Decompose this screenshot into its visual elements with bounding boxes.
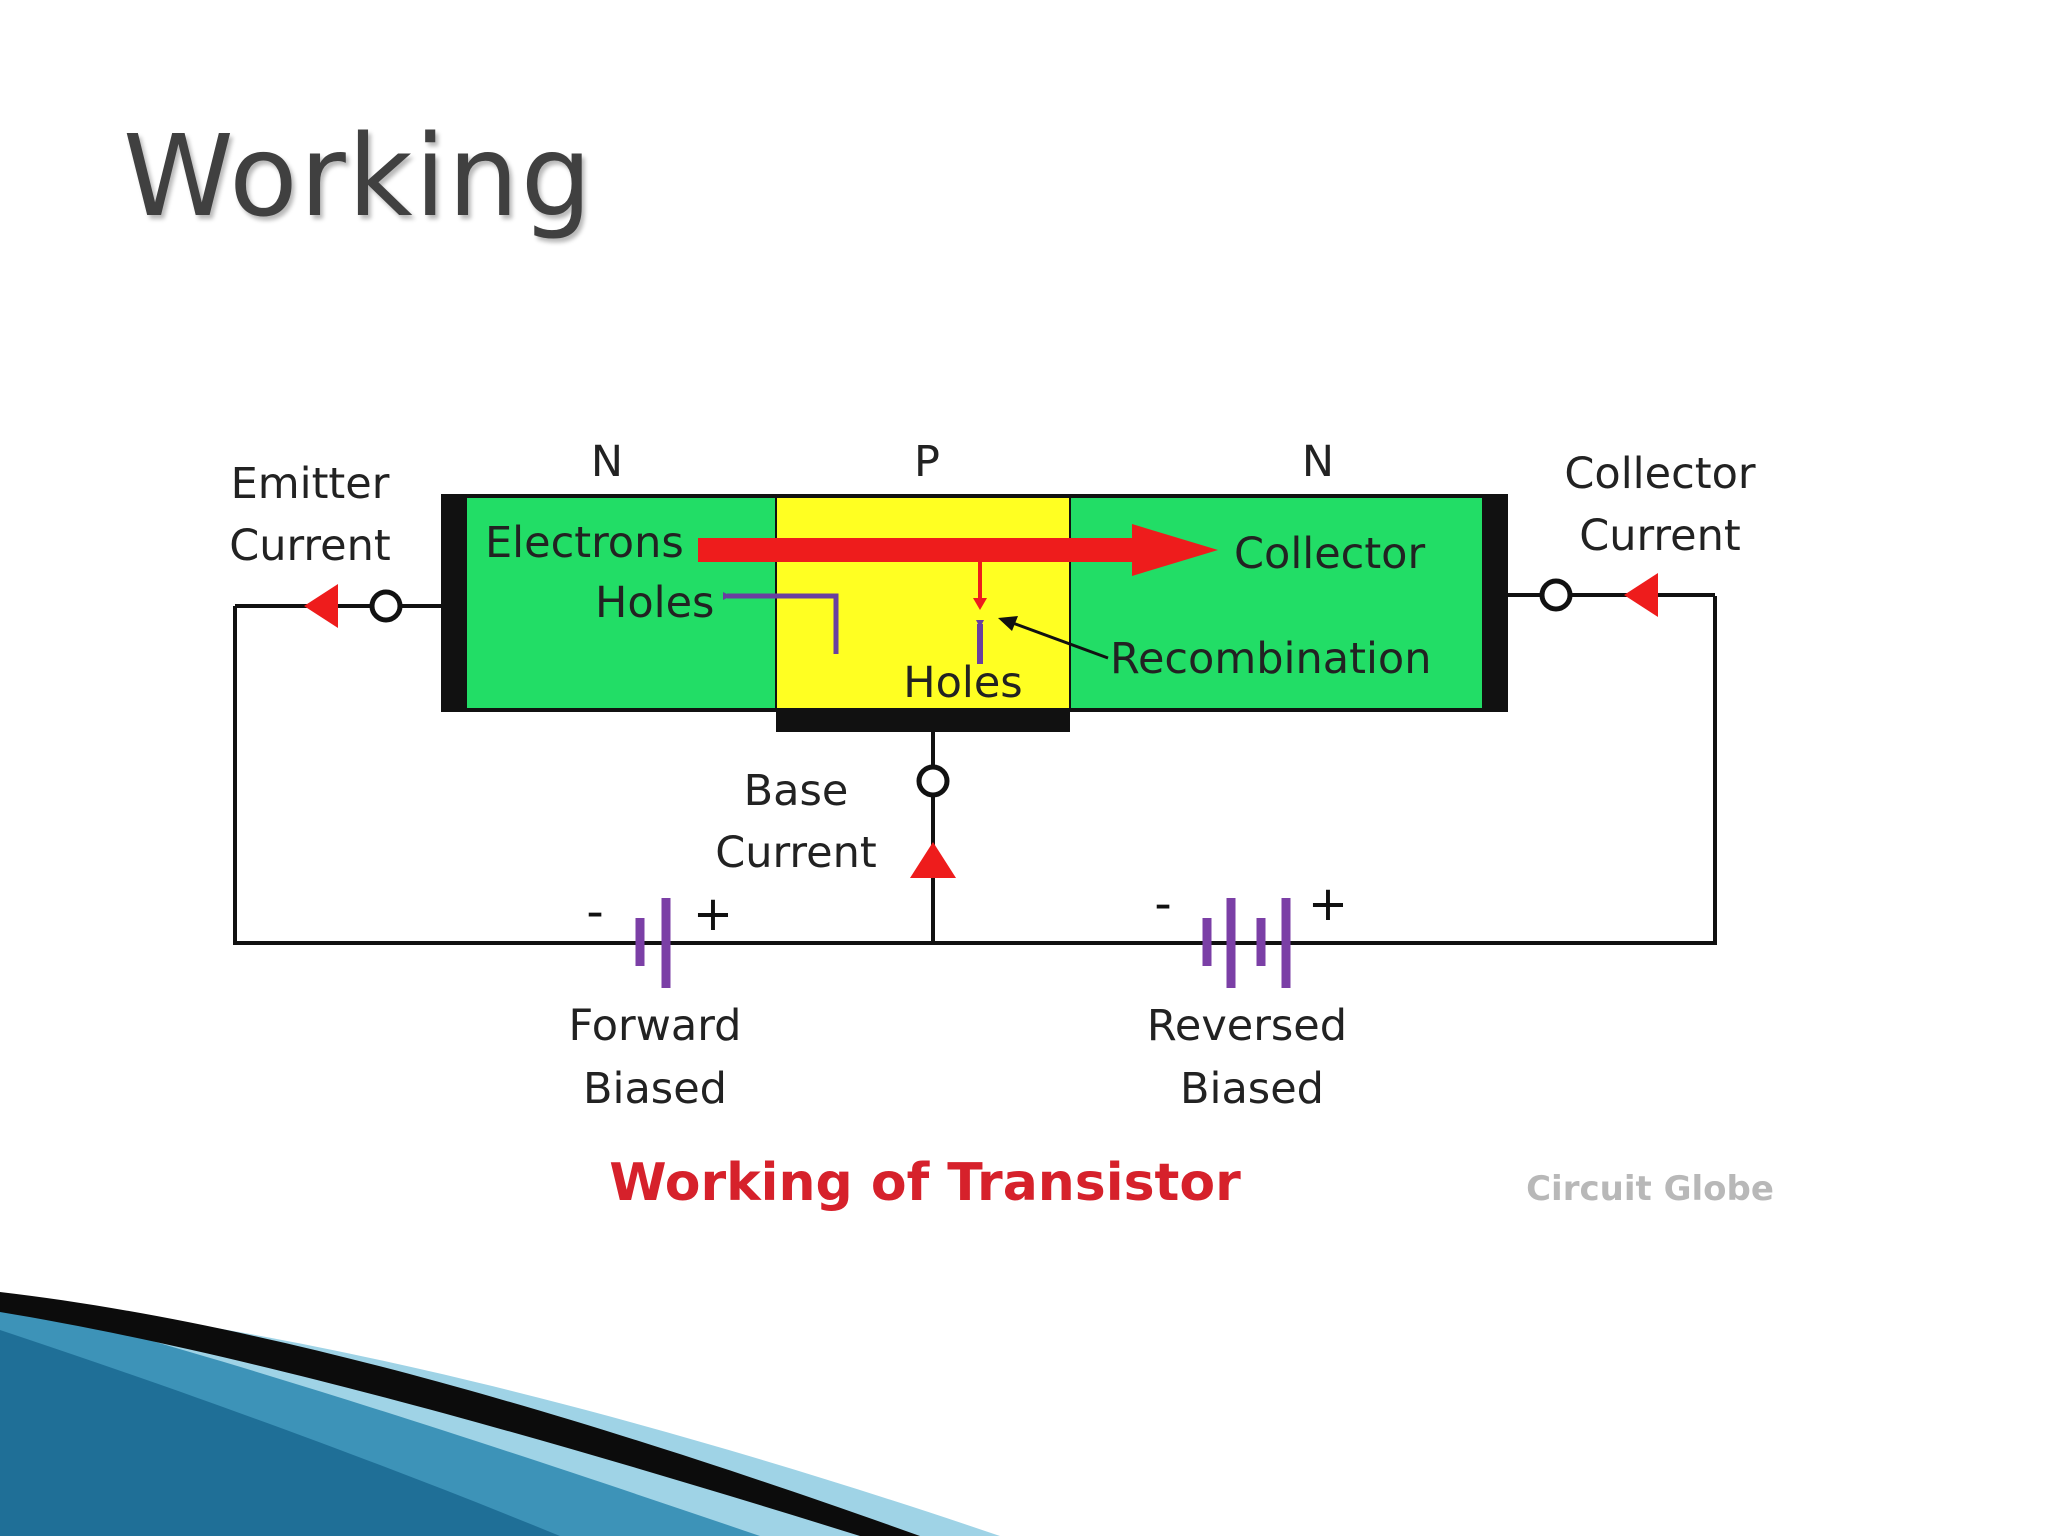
collector-terminal: [1539, 578, 1573, 612]
forward-biased-label: Forward: [569, 1001, 742, 1051]
collector-current-arrow: [1624, 573, 1658, 617]
base-current-arrow: [910, 842, 956, 878]
base-current-label: Base: [744, 766, 849, 816]
emitter-terminal: [369, 589, 403, 623]
base-p-region: [776, 496, 1070, 710]
electrons-label: Electrons: [485, 518, 684, 568]
emitter-current-label: Emitter: [231, 459, 390, 509]
hole-flow-arrows: [723, 592, 984, 664]
base-terminal: [916, 764, 950, 798]
holes-label: Holes: [903, 658, 1022, 708]
base-current-label: Current: [715, 828, 877, 878]
base-type-label: P: [914, 437, 940, 487]
diagram-caption: Working of Transistor: [609, 1153, 1241, 1213]
forward-biased-label: Biased: [583, 1064, 727, 1114]
base-contact: [776, 710, 1070, 732]
recombination-marker: [973, 560, 987, 610]
recombination-pointer: [998, 616, 1109, 660]
emitter-n-region: [443, 496, 776, 710]
collector-current-label: Collector: [1564, 449, 1755, 499]
emitter-current-label: Current: [229, 521, 391, 571]
reversed-biased-label: Reversed: [1147, 1001, 1347, 1051]
emitter-type-label: N: [591, 437, 623, 487]
collector-label: Collector: [1234, 529, 1425, 579]
battery-plus-sign: +: [693, 886, 733, 942]
reversed-biased-label: Biased: [1180, 1064, 1324, 1114]
electron-flow-arrow: [698, 524, 1218, 576]
reverse-battery: [1202, 898, 1291, 988]
collector-contact: [1482, 496, 1506, 710]
recombination-label: Recombination: [1110, 634, 1431, 684]
battery-minus-sign: -: [586, 884, 603, 940]
collector-type-label: N: [1302, 437, 1334, 487]
emitter-current-arrow: [304, 584, 338, 628]
decorative-swoosh: [0, 1292, 1000, 1536]
battery-minus-sign: -: [1154, 876, 1171, 932]
collector-current-label: Current: [1579, 511, 1741, 561]
slide-title: Working: [123, 112, 594, 242]
forward-battery: [635, 898, 671, 988]
battery-plus-sign: +: [1308, 876, 1348, 932]
emitter-contact: [443, 496, 467, 710]
holes-label: Holes: [595, 578, 714, 628]
watermark: Circuit Globe: [1526, 1169, 1774, 1209]
